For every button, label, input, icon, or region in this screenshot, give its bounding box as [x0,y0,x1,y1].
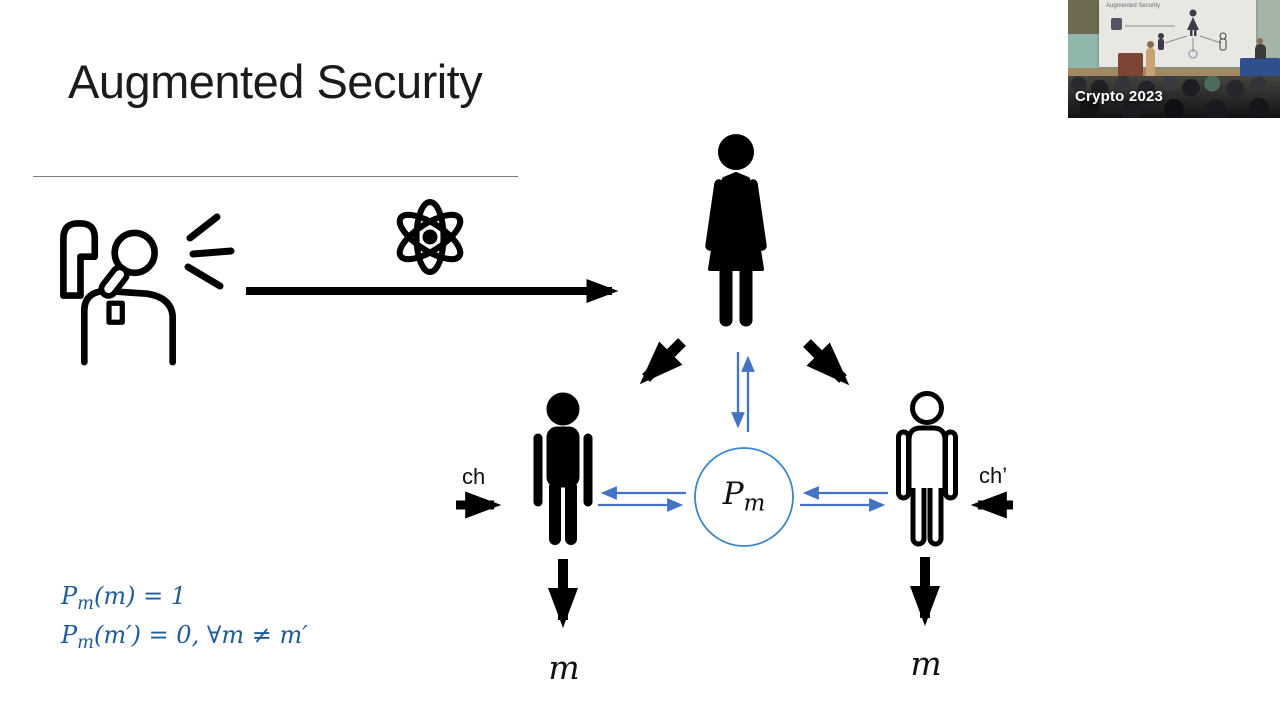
exchange-arrows-right [800,486,888,512]
predicate-sub: m [743,490,766,517]
exchange-arrows-vertical [731,352,755,432]
predicate-circle [694,447,794,547]
formula-line-1: Pm(m) = 1 [61,581,308,620]
prover-man-icon [533,392,593,545]
simulator-man-outline-icon [896,391,958,547]
challenge-label: ch [462,464,486,489]
delegate-arrow-right [803,339,850,386]
speech-lines-icon [184,213,235,290]
presenter-head [1147,41,1154,48]
session-chair-figure [1255,44,1266,59]
message-label-right: m [910,644,942,683]
formula1-sub: m [77,593,94,614]
verifier-woman-icon [705,134,767,327]
video-caption: Crypto 2023 [1075,88,1164,105]
audience [1068,76,1280,118]
predicate-formulas: Pm(m) = 1 Pm(m′) = 0, ∀m ≠ m′ [61,581,308,659]
formula1-base: P [61,582,78,610]
formula2-sub: m [77,632,94,653]
message-label-left: m [548,648,580,687]
formula-line-2: Pm(m′) = 0, ∀m ≠ m′ [61,620,308,659]
atom-icon [396,199,464,275]
delegate-arrow-left [639,338,686,385]
session-chair-table [1240,58,1280,81]
title-underline [33,176,518,177]
session-chair-head [1257,38,1263,44]
formula1-rest: (m) = 1 [94,582,187,610]
formula2-rest: (m′) = 0, ∀m ≠ m′ [94,620,308,649]
conference-video-thumbnail: Augmented Security [1068,0,1280,118]
slide-title: Augmented Security [68,55,483,108]
projection-screen: Augmented Security [1099,0,1256,67]
formula2-base: P [61,620,78,649]
predicate-base: P [722,476,744,512]
challenge-prime-label: ch’ [979,463,1008,488]
announcer-icon [60,220,176,366]
mini-slide-diagram [1111,9,1227,59]
presenter-figure [1146,48,1155,78]
mini-slide-title: Augmented Security [1106,3,1161,9]
predicate-label: Pm [694,476,794,516]
exchange-arrows-left [598,486,686,512]
